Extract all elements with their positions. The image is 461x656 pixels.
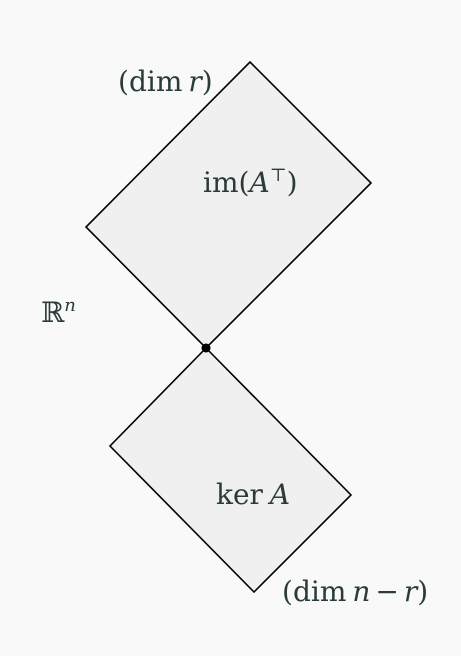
- ambient-space-label: ℝn: [41, 295, 76, 329]
- row-space-region: [84, 60, 373, 350]
- origin-point: [201, 343, 211, 353]
- kernel-region: [108, 346, 353, 594]
- row-space-label: im(A⊤): [203, 165, 298, 199]
